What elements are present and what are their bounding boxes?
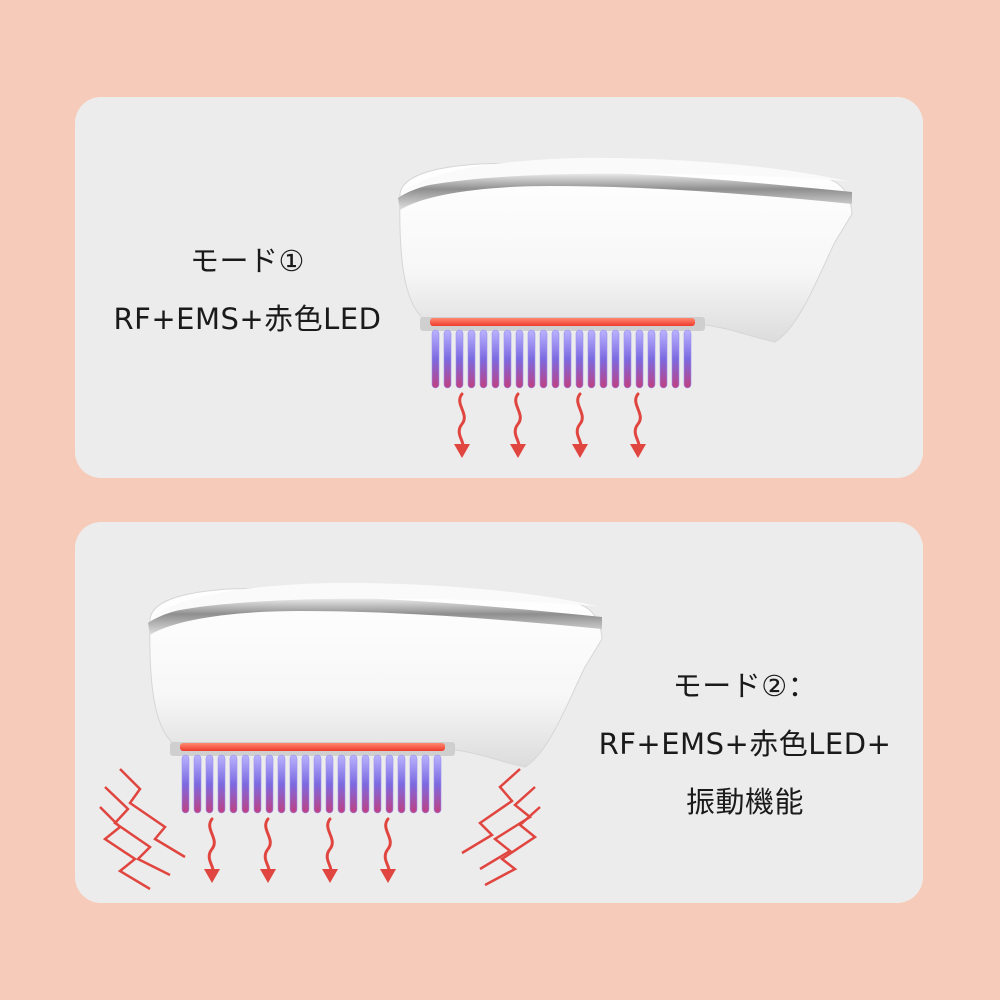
arrow-head: [630, 444, 646, 458]
bristle: [551, 329, 560, 389]
mode-2-title: モード②：: [672, 669, 818, 703]
wave-line: [513, 392, 522, 450]
bristle: [265, 754, 274, 814]
bristle: [181, 754, 190, 814]
bristle: [337, 754, 346, 814]
wave-line: [263, 817, 272, 875]
bristle: [313, 754, 322, 814]
bristle: [349, 754, 358, 814]
vibration-icon-left: [99, 768, 186, 891]
mode-1-panel: モード① RF+EMS+赤色LED: [75, 97, 923, 478]
arrow-head: [454, 444, 470, 458]
wave-line: [633, 392, 642, 450]
bristle-group: [181, 754, 442, 814]
wave-line: [457, 392, 466, 450]
bristle: [527, 329, 536, 389]
bristle: [289, 754, 298, 814]
bristle: [491, 329, 500, 389]
bristle: [385, 754, 394, 814]
wave-line: [207, 817, 216, 875]
arrow-head: [572, 444, 588, 458]
device-top: [402, 157, 850, 192]
arrow-head: [260, 869, 276, 883]
bristle: [671, 329, 680, 389]
bristle: [623, 329, 632, 389]
bristle: [373, 754, 382, 814]
bristle: [563, 329, 572, 389]
arrow-head: [204, 869, 220, 883]
mode-2-features: RF+EMS+赤色LED+: [598, 727, 892, 761]
bristle: [539, 329, 548, 389]
scalp-brush-device-vibrating: [99, 582, 603, 891]
mode-1-caption: モード① RF+EMS+赤色LED: [105, 232, 390, 348]
bristle: [361, 754, 370, 814]
bristle: [611, 329, 620, 389]
wave-line: [575, 392, 584, 450]
bristle: [479, 329, 488, 389]
bristle: [217, 754, 226, 814]
bristle: [193, 754, 202, 814]
bristle: [301, 754, 310, 814]
wave-line: [325, 817, 334, 875]
waves-down-group: [204, 817, 396, 883]
bristle: [467, 329, 476, 389]
device-rim: [398, 172, 852, 210]
mode-2-panel: モード②： RF+EMS+赤色LED+ 振動機能: [75, 522, 923, 903]
bristle: [635, 329, 644, 389]
bristle: [443, 329, 452, 389]
bristle: [659, 329, 668, 389]
device-rim: [148, 597, 602, 635]
bristle: [455, 329, 464, 389]
bristle: [229, 754, 238, 814]
arrow-head: [510, 444, 526, 458]
bristle: [241, 754, 250, 814]
bristle: [431, 329, 440, 389]
mode-1-title: モード①: [190, 244, 305, 278]
mode-2-caption: モード②： RF+EMS+赤色LED+ 振動機能: [590, 657, 900, 831]
arrow-head: [380, 869, 396, 883]
wave-line: [383, 817, 392, 875]
mode-2-vibration: 振動機能: [685, 785, 804, 819]
bristle: [397, 754, 406, 814]
led-strip: [180, 743, 445, 751]
waves-down-group: [454, 392, 646, 458]
bristle: [421, 754, 430, 814]
bristle: [647, 329, 656, 389]
bristle: [683, 329, 692, 389]
vibration-icon-right: [461, 768, 541, 887]
bristle-group: [431, 329, 692, 389]
led-strip: [430, 318, 695, 326]
bristle: [515, 329, 524, 389]
bristle: [253, 754, 262, 814]
device-top: [152, 582, 600, 617]
bristle: [587, 329, 596, 389]
bristle: [599, 329, 608, 389]
bristle: [503, 329, 512, 389]
arrow-head: [322, 869, 338, 883]
bristle: [409, 754, 418, 814]
bristle: [325, 754, 334, 814]
scalp-brush-device: [398, 157, 853, 458]
bristle: [575, 329, 584, 389]
bristle: [277, 754, 286, 814]
bristle: [205, 754, 214, 814]
mode-1-features: RF+EMS+赤色LED: [113, 302, 382, 336]
bristle: [433, 754, 442, 814]
